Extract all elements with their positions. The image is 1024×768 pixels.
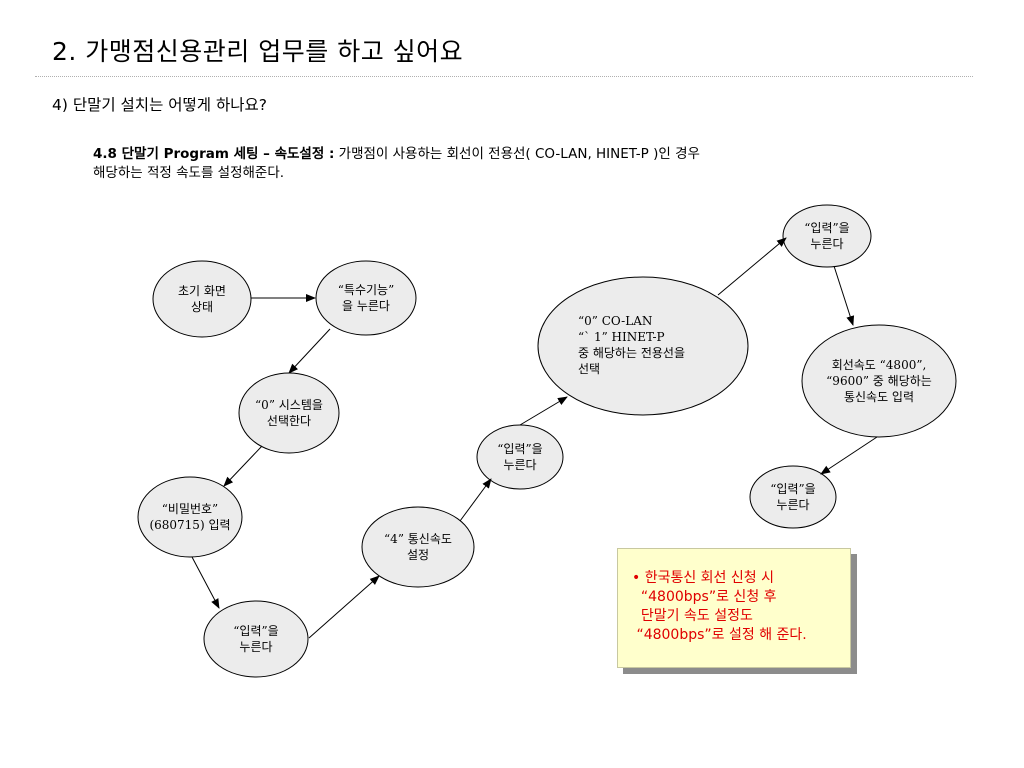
arrow-lineselect-enter3 bbox=[717, 237, 787, 296]
node-special-label: “특수기능” 을 누른다 bbox=[337, 283, 395, 313]
node-enter4-label: “입력”을 누른다 bbox=[770, 482, 816, 512]
node-speed4-label: “4” 통신속도 설정 bbox=[384, 532, 452, 562]
description-line1: 가맹점이 사용하는 회선이 전용선( CO-LAN, HINET-P )인 경우 bbox=[334, 146, 700, 162]
arrow-enter2-lineselect bbox=[519, 396, 568, 426]
node-enter3 bbox=[782, 204, 872, 268]
description-line2: 해당하는 적정 속도를 설정해준다. bbox=[93, 165, 285, 181]
arrow-speed4-enter2 bbox=[459, 478, 492, 522]
node-special bbox=[315, 260, 417, 336]
arrow-password-enter1 bbox=[191, 556, 220, 609]
title-divider bbox=[35, 76, 973, 77]
node-lineselect-label: “0” CO-LAN “` 1” HINET-P 중 해당하는 전용선을 선택 bbox=[578, 314, 685, 376]
arrow-speedinput-enter4 bbox=[820, 436, 878, 475]
node-initial bbox=[152, 260, 252, 338]
arrow-special-system0 bbox=[288, 328, 331, 374]
node-password bbox=[137, 476, 243, 558]
node-enter2-label: “입력”을 누른다 bbox=[497, 442, 543, 472]
node-system0-label: “0” 시스템을 선택한다 bbox=[255, 398, 323, 428]
node-password-label: “비밀번호” (680715) 입력 bbox=[149, 502, 231, 532]
note-text: • 한국통신 회선 신청 시 “4800bps”로 신청 후 단말기 속도 설정… bbox=[632, 570, 807, 643]
arrow-system0-password bbox=[223, 445, 263, 487]
node-enter1-label: “입력”을 누른다 bbox=[233, 624, 279, 654]
node-enter3-label: “입력”을 누른다 bbox=[804, 221, 850, 251]
node-speedinput bbox=[801, 324, 957, 438]
node-enter1 bbox=[203, 600, 309, 678]
section-subtitle: 4) 단말기 설치는 어떻게 하나요? bbox=[52, 96, 267, 114]
description-heading: 4.8 단말기 Program 세팅 – 속도설정 : bbox=[93, 146, 335, 162]
page-title: 2. 가맹점신용관리 업무를 하고 싶어요 bbox=[52, 37, 464, 66]
node-enter4 bbox=[749, 465, 837, 529]
description: 4.8 단말기 Program 세팅 – 속도설정 : 가맹점이 사용하는 회선… bbox=[93, 145, 913, 183]
note-box: • 한국통신 회선 신청 시 “4800bps”로 신청 후 단말기 속도 설정… bbox=[617, 548, 851, 668]
arrow-enter1-speed4 bbox=[308, 575, 380, 639]
arrow-enter3-speedinput bbox=[833, 265, 855, 326]
node-initial-label: 초기 화면 상태 bbox=[178, 284, 226, 314]
node-speed4 bbox=[361, 506, 475, 588]
node-speedinput-label: 회선속도 “4800”, “9600” 중 해당하는 통신속도 입력 bbox=[826, 358, 932, 404]
node-lineselect bbox=[537, 276, 749, 416]
